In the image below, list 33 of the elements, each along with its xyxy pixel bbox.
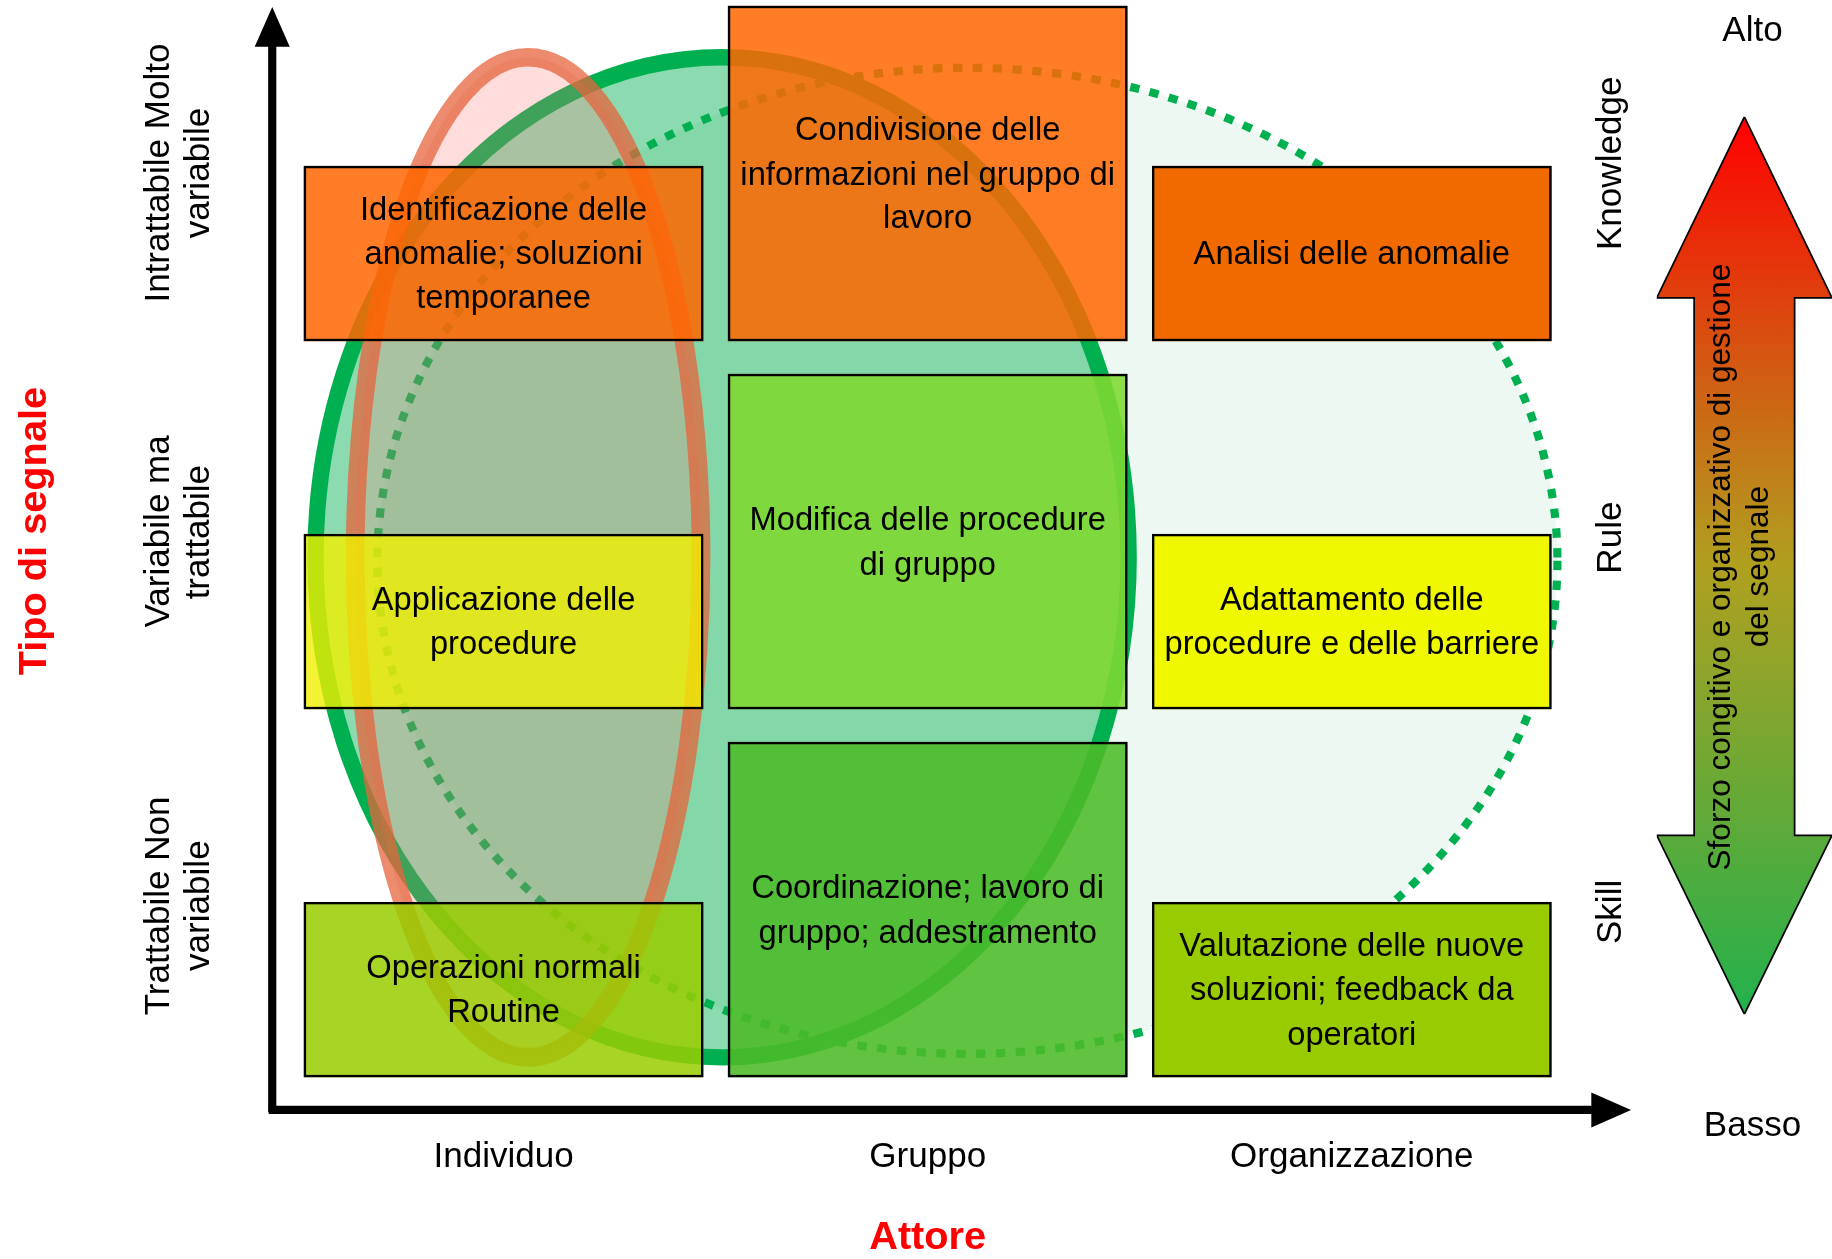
cell-text: Adattamento delle procedure e delle barriere bbox=[1163, 579, 1541, 664]
level-label: Rule bbox=[1589, 500, 1629, 576]
axis-title: Tipo di segnale bbox=[9, 386, 55, 678]
column-label: Gruppo bbox=[868, 1135, 988, 1176]
cell-text: Coordinazione; lavoro di gruppo; addestramento bbox=[750, 867, 1106, 952]
cell-text: Applicazione delle procedure bbox=[370, 579, 637, 664]
matrix-cell-box bbox=[303, 533, 704, 710]
axis-title: Attore bbox=[868, 1212, 988, 1259]
column-label: Individuo bbox=[432, 1135, 575, 1176]
matrix-cell-box bbox=[727, 741, 1128, 1078]
matrix-cell-box bbox=[303, 165, 704, 342]
cell-text: Modifica delle procedure di gruppo bbox=[748, 499, 1107, 584]
scale-low-label: Basso bbox=[1702, 1104, 1803, 1144]
arrow-text: Sforzo congitivo e organizzativo di gestione del segnale bbox=[1701, 262, 1777, 873]
cell-text: Identificazione delle anomalie; soluzioni temporanee bbox=[358, 189, 649, 318]
matrix-cell-box bbox=[727, 373, 1128, 710]
row-label: Variabile ma trattabile bbox=[137, 434, 218, 630]
matrix-cell-box bbox=[303, 902, 704, 1078]
cell-text: Analisi delle anomalie bbox=[1193, 233, 1510, 274]
matrix-cell-box bbox=[727, 5, 1128, 342]
cell-text: Operazioni normali Routine bbox=[365, 947, 642, 1032]
level-label: Knowledge bbox=[1589, 75, 1629, 253]
cell-text: Condivisione delle informazioni nel gruppo di lavoro bbox=[739, 109, 1116, 238]
matrix-cell-box bbox=[1152, 902, 1552, 1078]
matrix-cell-box bbox=[1152, 533, 1552, 710]
row-label: Intrattabile Molto variabile bbox=[137, 42, 218, 305]
row-label: Trattabile Non variabile bbox=[137, 795, 218, 1017]
matrix-cell-box bbox=[1152, 165, 1552, 342]
scale-high-label: Alto bbox=[1721, 9, 1784, 50]
double-arrow bbox=[1656, 116, 1832, 1015]
cell-text: Valutazione delle nuove soluzioni; feedback da operatori bbox=[1178, 925, 1526, 1054]
level-label: Skill bbox=[1589, 878, 1629, 946]
column-label: Organizzazione bbox=[1229, 1135, 1475, 1176]
